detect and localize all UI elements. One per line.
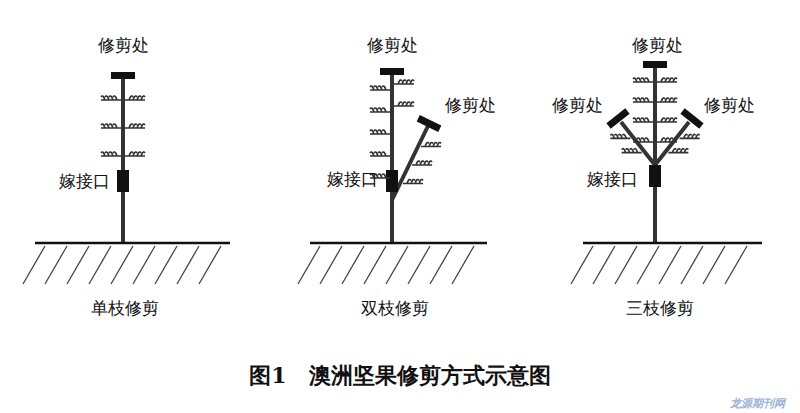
prune-label: 修剪处 [704,95,755,115]
panel-title: 单枝修剪 [91,298,159,318]
figure-caption: 图1 澳洲坚果修剪方式示意图 [249,361,550,391]
graft-label: 嫁接口 [327,169,378,189]
prune-label: 修剪处 [98,35,149,55]
prune-label: 修剪处 [367,35,418,55]
panel-title: 三枝修剪 [626,298,694,318]
graft-label: 嫁接口 [59,171,110,191]
watermark: 龙源期刊网 [730,397,785,410]
prune-label: 修剪处 [632,35,683,55]
panel-title: 双枝修剪 [361,298,429,318]
prune-label: 修剪处 [445,95,496,115]
graft-label: 嫁接口 [587,169,638,189]
prune-label: 修剪处 [552,95,603,115]
